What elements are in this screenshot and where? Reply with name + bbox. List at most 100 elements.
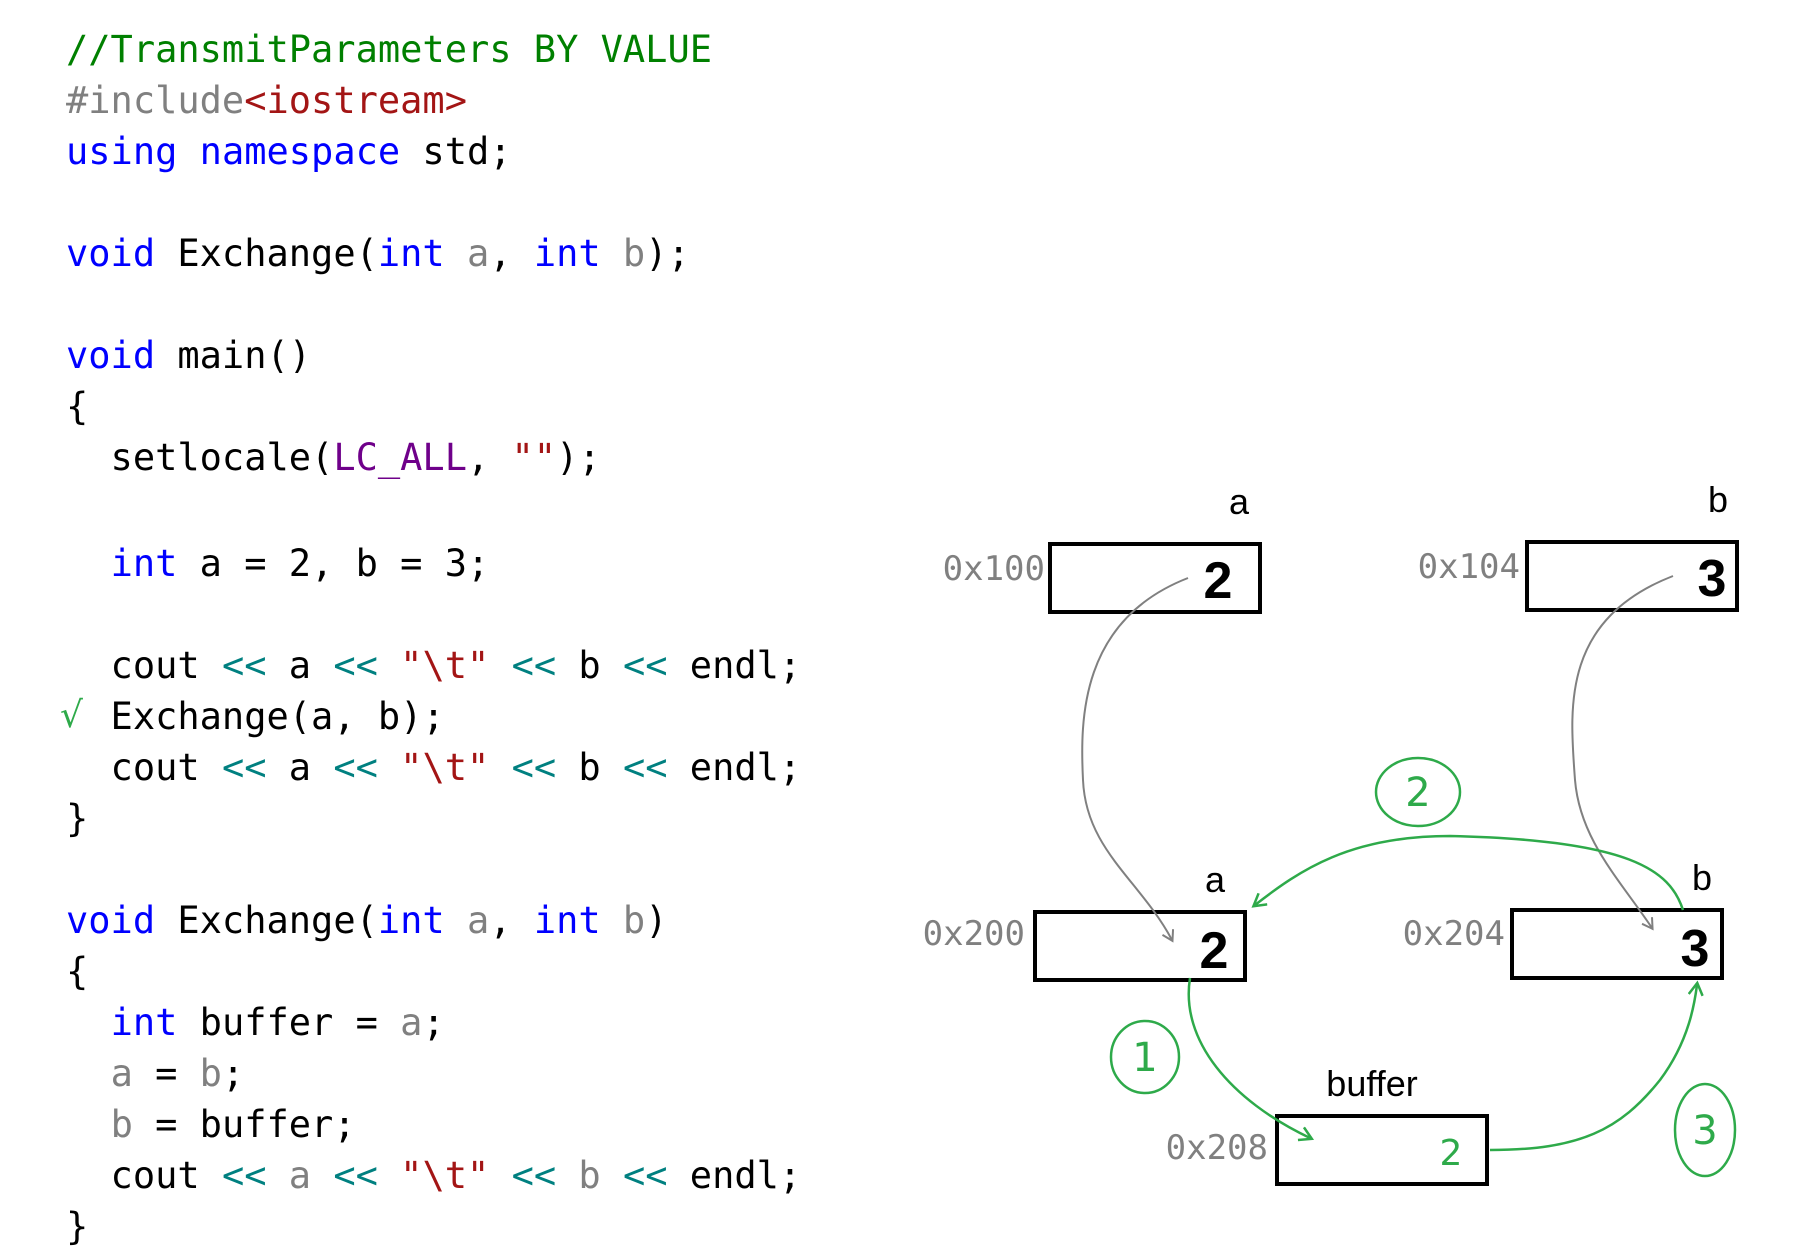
var-label-buffer: buffer xyxy=(1326,1063,1417,1104)
cell-value: 3 xyxy=(1698,550,1727,608)
var-label-b: b xyxy=(1692,857,1712,898)
stream-operator: << xyxy=(511,644,557,687)
step-badge-3: 3 xyxy=(1673,1082,1737,1178)
stream-operator: << xyxy=(511,746,557,789)
stream-operator: << xyxy=(333,644,378,687)
include-header: <iostream> xyxy=(244,79,467,122)
declaration: a = 2, b = 3; xyxy=(177,542,490,585)
setlocale-call: setlocale( xyxy=(66,436,334,479)
address-label: 0x200 xyxy=(923,914,1025,954)
code-line-assign-b: b = buffer; xyxy=(66,1099,801,1150)
memory-box xyxy=(1510,908,1724,980)
keyword-int: int xyxy=(377,899,445,942)
semicolon: ; xyxy=(422,1001,445,1044)
comma: , xyxy=(489,232,534,275)
cout: cout xyxy=(66,1154,222,1197)
address-label: 0x100 xyxy=(943,549,1045,589)
stream-operator: << xyxy=(221,1154,267,1197)
keyword-using: using xyxy=(66,130,178,173)
var-a: a xyxy=(266,746,334,789)
assign-op: = xyxy=(132,1052,200,1095)
tab-string: "\t" xyxy=(400,1154,490,1197)
stream-operator: << xyxy=(622,644,668,687)
memory-cell-param-a: a 0x200 2 xyxy=(923,859,1247,982)
memory-box xyxy=(1033,910,1247,982)
paren-close: ); xyxy=(645,232,690,275)
code-line-brace-open: { xyxy=(66,950,89,993)
param-a: a xyxy=(266,1154,334,1197)
semicolon: ; xyxy=(221,1052,245,1095)
step-arrow-2 xyxy=(1255,834,1685,911)
buffer-assign: buffer = xyxy=(177,1001,401,1044)
code-line-brace-close: } xyxy=(66,797,89,840)
keyword-void: void xyxy=(66,232,156,275)
stream-operator: << xyxy=(221,644,267,687)
address-label: 0x204 xyxy=(1403,914,1505,954)
cell-value: 2 xyxy=(1204,552,1233,610)
param-b: b xyxy=(199,1052,222,1095)
namespace-std: std; xyxy=(400,130,512,173)
step-arrow-3 xyxy=(1489,985,1697,1152)
cout: cout xyxy=(66,746,222,789)
checkmark-icon: √ xyxy=(60,695,83,736)
var-a: a xyxy=(266,644,334,687)
code-line-brace-open: { xyxy=(66,385,89,428)
endl: endl; xyxy=(667,1154,802,1197)
keyword-void: void xyxy=(66,899,156,942)
keyword-int: int xyxy=(110,542,178,585)
var-b: b xyxy=(556,746,623,789)
cell-value: 3 xyxy=(1681,920,1710,978)
endl: endl; xyxy=(667,644,802,687)
tab-string: "\t" xyxy=(400,644,490,687)
code-line-cout-before: cout << a << "\t" << b << endl; xyxy=(66,640,802,691)
address-label: 0x104 xyxy=(1418,547,1520,587)
keyword-int: int xyxy=(377,232,445,275)
step-badge-2: 2 xyxy=(1374,756,1462,828)
cout: cout xyxy=(66,644,222,687)
code-line-buffer: int buffer = a; xyxy=(66,997,801,1048)
code-line-include: #include<iostream> xyxy=(66,75,801,126)
var-label-a: a xyxy=(1229,481,1250,522)
param-b: b xyxy=(600,899,646,942)
address-label: 0x208 xyxy=(1166,1128,1268,1168)
code-line-setlocale: setlocale(LC_ALL, ""); xyxy=(66,432,801,483)
stream-operator: << xyxy=(622,746,668,789)
tab-string: "\t" xyxy=(400,746,490,789)
step-badge-1: 1 xyxy=(1109,1019,1181,1095)
code-line-assign-a: a = b; xyxy=(66,1048,801,1099)
stream-operator: << xyxy=(622,1154,668,1197)
param-a: a xyxy=(400,1001,423,1044)
stream-operator: << xyxy=(333,1154,378,1197)
var-label-a: a xyxy=(1205,859,1226,900)
keyword-int: int xyxy=(533,899,601,942)
code-line-brace-close: } xyxy=(66,1205,89,1248)
main-signature: main() xyxy=(155,334,312,377)
macro-lc-all: LC_ALL xyxy=(333,436,467,479)
step-number: 1 xyxy=(1132,1035,1157,1081)
memory-cell-main-a: a 0x100 2 xyxy=(943,481,1262,614)
memory-cell-main-b: b 0x104 3 xyxy=(1418,479,1739,612)
assign-buffer: = buffer; xyxy=(132,1103,356,1146)
step-number: 2 xyxy=(1405,770,1430,816)
code-line-prototype: void Exchange(int a, int b); xyxy=(66,228,801,279)
comma: , xyxy=(466,436,512,479)
code-line-cout-inner: cout << a << "\t" << b << endl; xyxy=(66,1150,802,1201)
function-name: Exchange( xyxy=(155,899,378,942)
param-a: a xyxy=(110,1052,133,1095)
code-line-declare: int a = 2, b = 3; xyxy=(66,538,801,589)
param-a: a xyxy=(444,899,490,942)
param-b: b xyxy=(600,232,646,275)
cell-value: 2 xyxy=(1200,922,1229,980)
endl: endl; xyxy=(667,746,802,789)
paren-close: ) xyxy=(645,899,668,942)
code-listing: //TransmitParameters BY VALUE #include<i… xyxy=(66,24,801,1252)
include-directive: #include xyxy=(66,79,245,122)
comma: , xyxy=(489,899,534,942)
memory-box xyxy=(1048,542,1262,614)
keyword-int: int xyxy=(110,1001,178,1044)
step-arrow-1 xyxy=(1187,977,1310,1138)
code-line-using: using namespace std; xyxy=(66,126,801,177)
param-b: b xyxy=(110,1103,133,1146)
code-line-exchange-call: Exchange(a, b); xyxy=(66,695,445,738)
